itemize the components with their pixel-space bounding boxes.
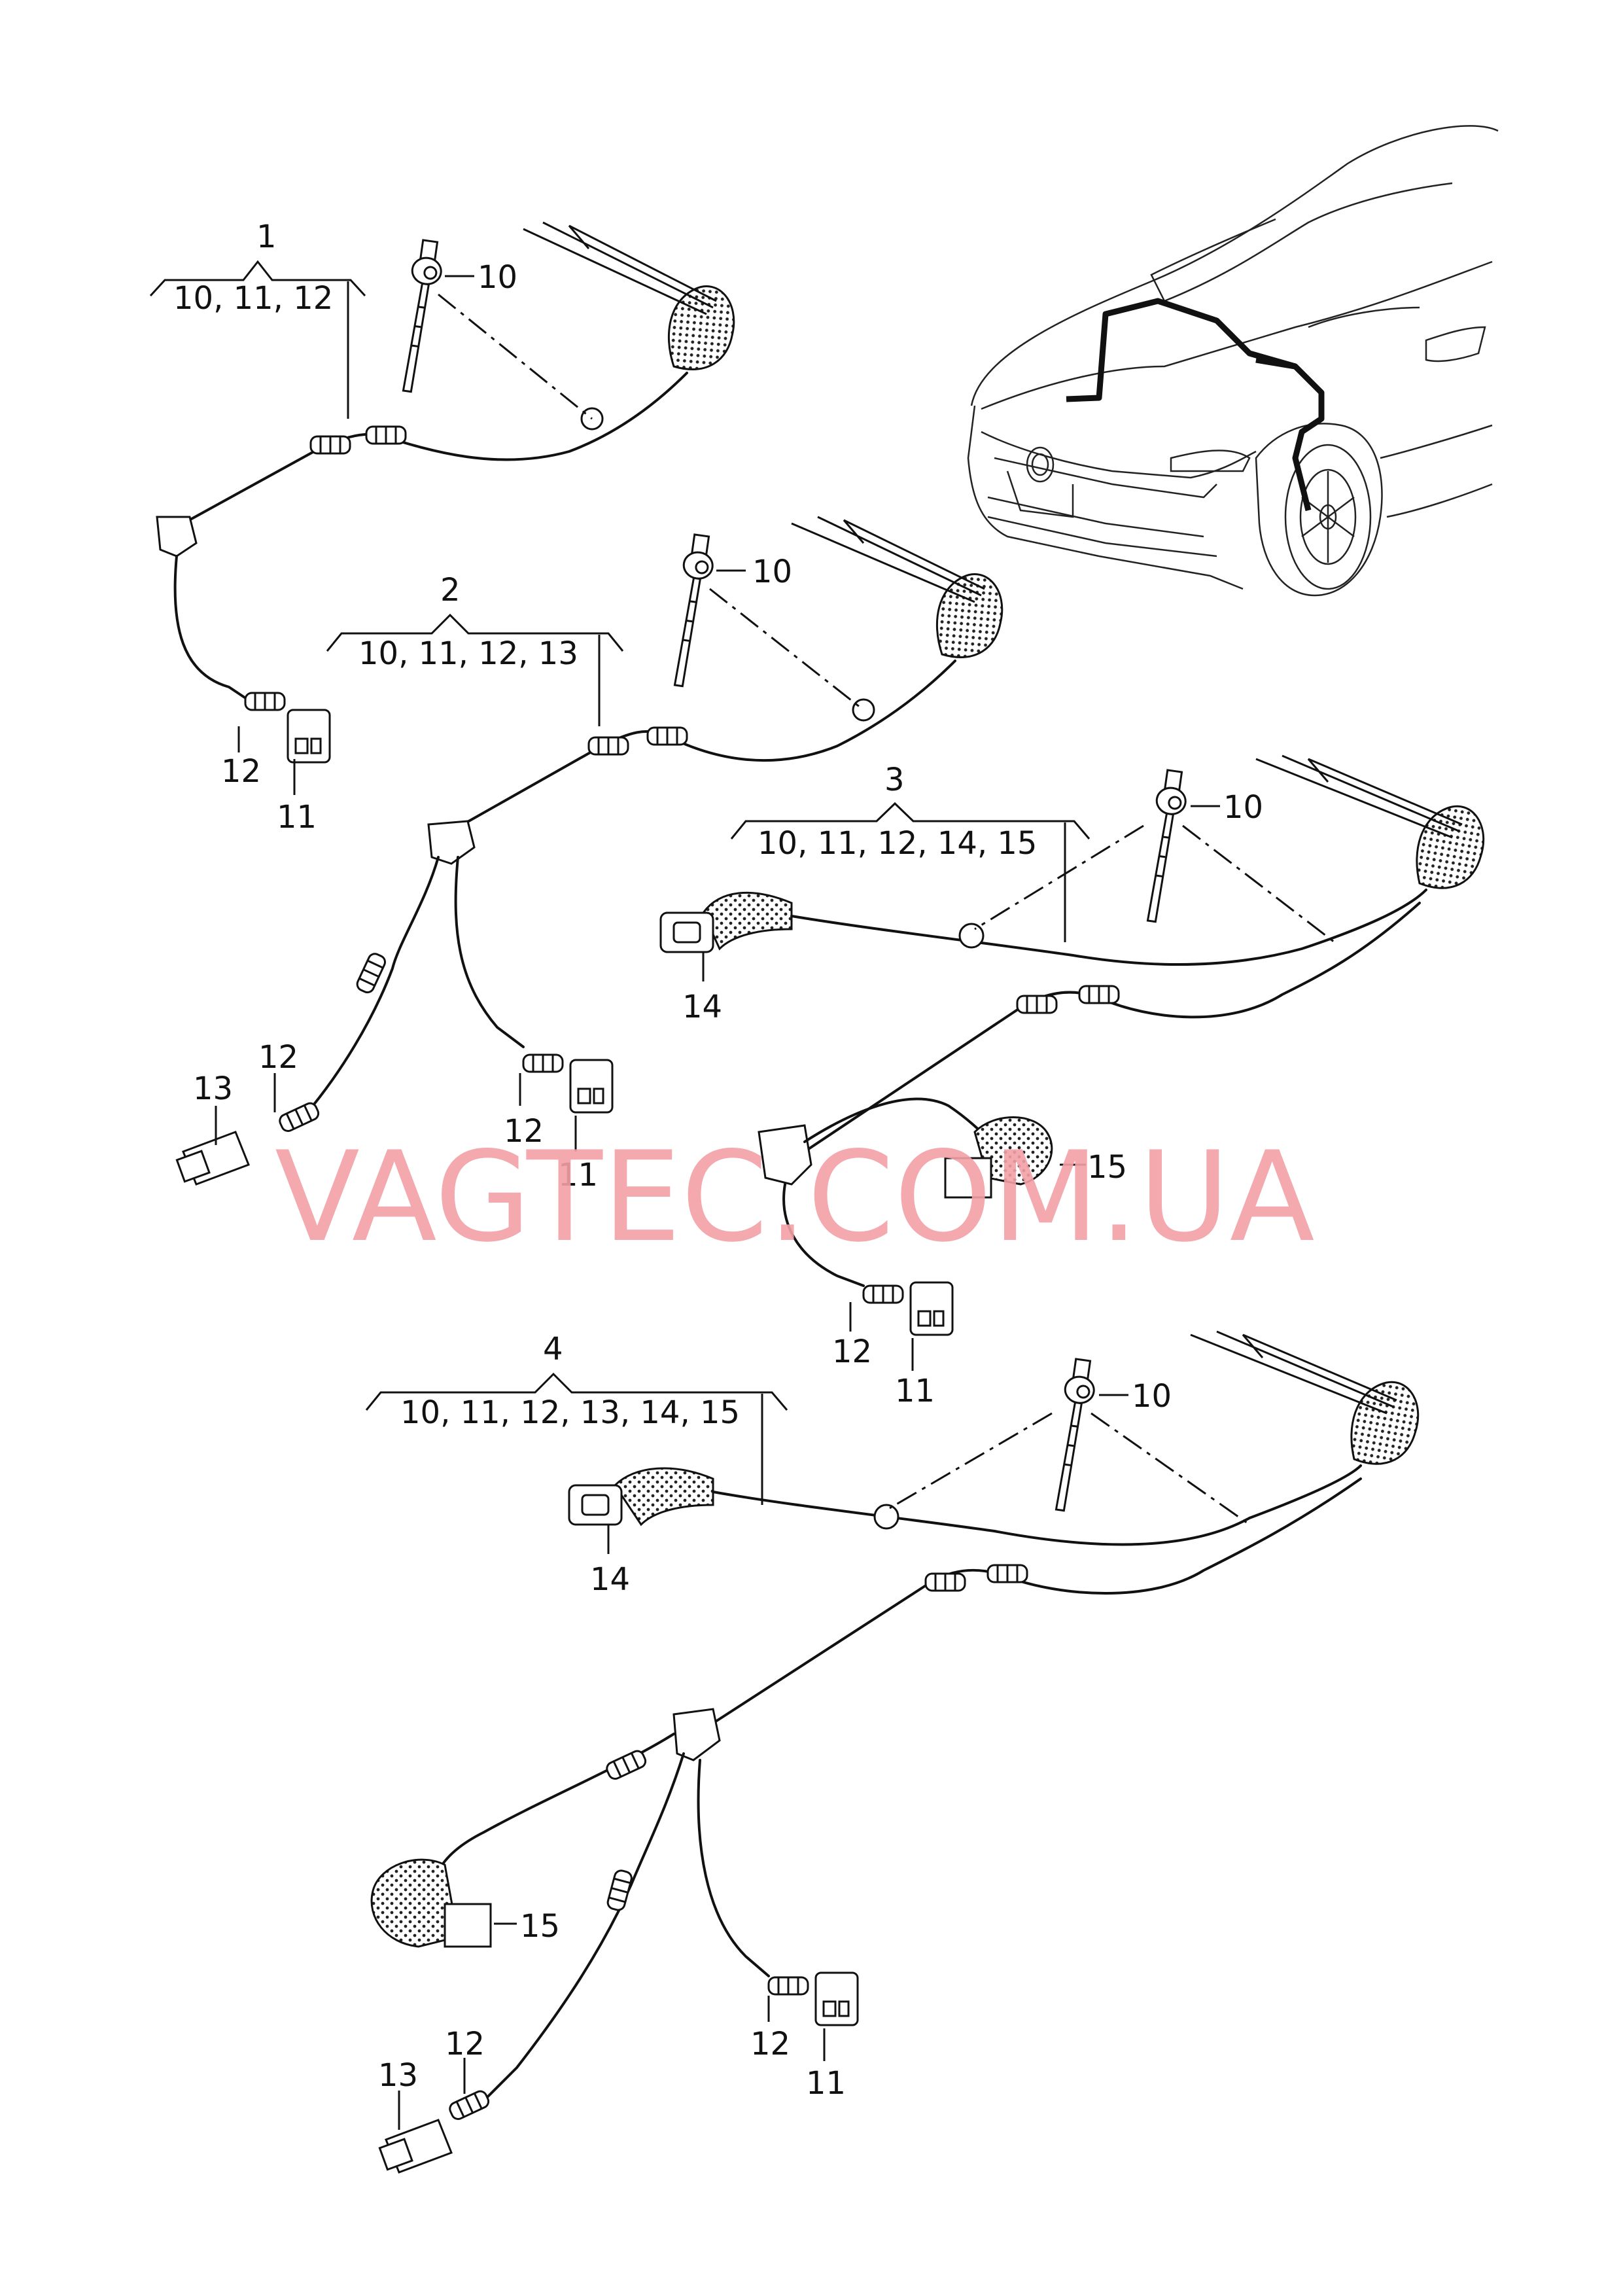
assembly-4-number: 4 xyxy=(543,1331,563,1368)
car-illustration xyxy=(967,125,1499,597)
assembly-1: 1 10, 11, 12 12 11 10 xyxy=(149,219,756,836)
assembly-4: 4 10, 11, 12, 13, 14, 15 14 10 15 xyxy=(365,1330,1439,2174)
callout-12: 12 xyxy=(258,1039,298,1076)
callout-15: 15 xyxy=(1087,1149,1127,1186)
assembly-3-parts: 10, 11, 12, 14, 15 xyxy=(758,825,1037,862)
callout-13: 13 xyxy=(378,2057,418,2094)
assembly-3-number: 3 xyxy=(884,762,905,798)
callout-14: 14 xyxy=(682,989,722,1025)
callout-11: 11 xyxy=(806,2065,846,2102)
assembly-2-number: 2 xyxy=(440,572,461,609)
callout-10: 10 xyxy=(478,259,517,296)
callout-11: 11 xyxy=(277,799,317,836)
callout-12: 12 xyxy=(445,2026,485,2062)
callout-11: 11 xyxy=(558,1157,598,1193)
assembly-1-parts: 10, 11, 12 xyxy=(173,280,333,317)
assembly-2: 2 10, 11, 12, 13 10 12 13 12 11 xyxy=(175,516,1024,1193)
callout-11: 11 xyxy=(895,1373,935,1409)
assembly-2-parts: 10, 11, 12, 13 xyxy=(358,635,578,672)
callout-14: 14 xyxy=(590,1561,630,1598)
callout-10: 10 xyxy=(1132,1378,1172,1415)
callout-10: 10 xyxy=(1223,789,1263,826)
assembly-1-number: 1 xyxy=(256,219,277,255)
assembly-3: 3 10, 11, 12, 14, 15 14 10 15 xyxy=(659,754,1505,1409)
watermark-text: VAGTEC.COM.UA xyxy=(275,1125,1315,1269)
callout-12: 12 xyxy=(832,1333,872,1370)
callout-12: 12 xyxy=(750,2026,790,2062)
callout-12: 12 xyxy=(504,1113,544,1150)
assembly-4-parts: 10, 11, 12, 13, 14, 15 xyxy=(400,1394,740,1431)
callout-10: 10 xyxy=(752,554,792,590)
callout-12: 12 xyxy=(221,753,261,790)
callout-15: 15 xyxy=(520,1908,560,1945)
callout-13: 13 xyxy=(193,1070,233,1107)
